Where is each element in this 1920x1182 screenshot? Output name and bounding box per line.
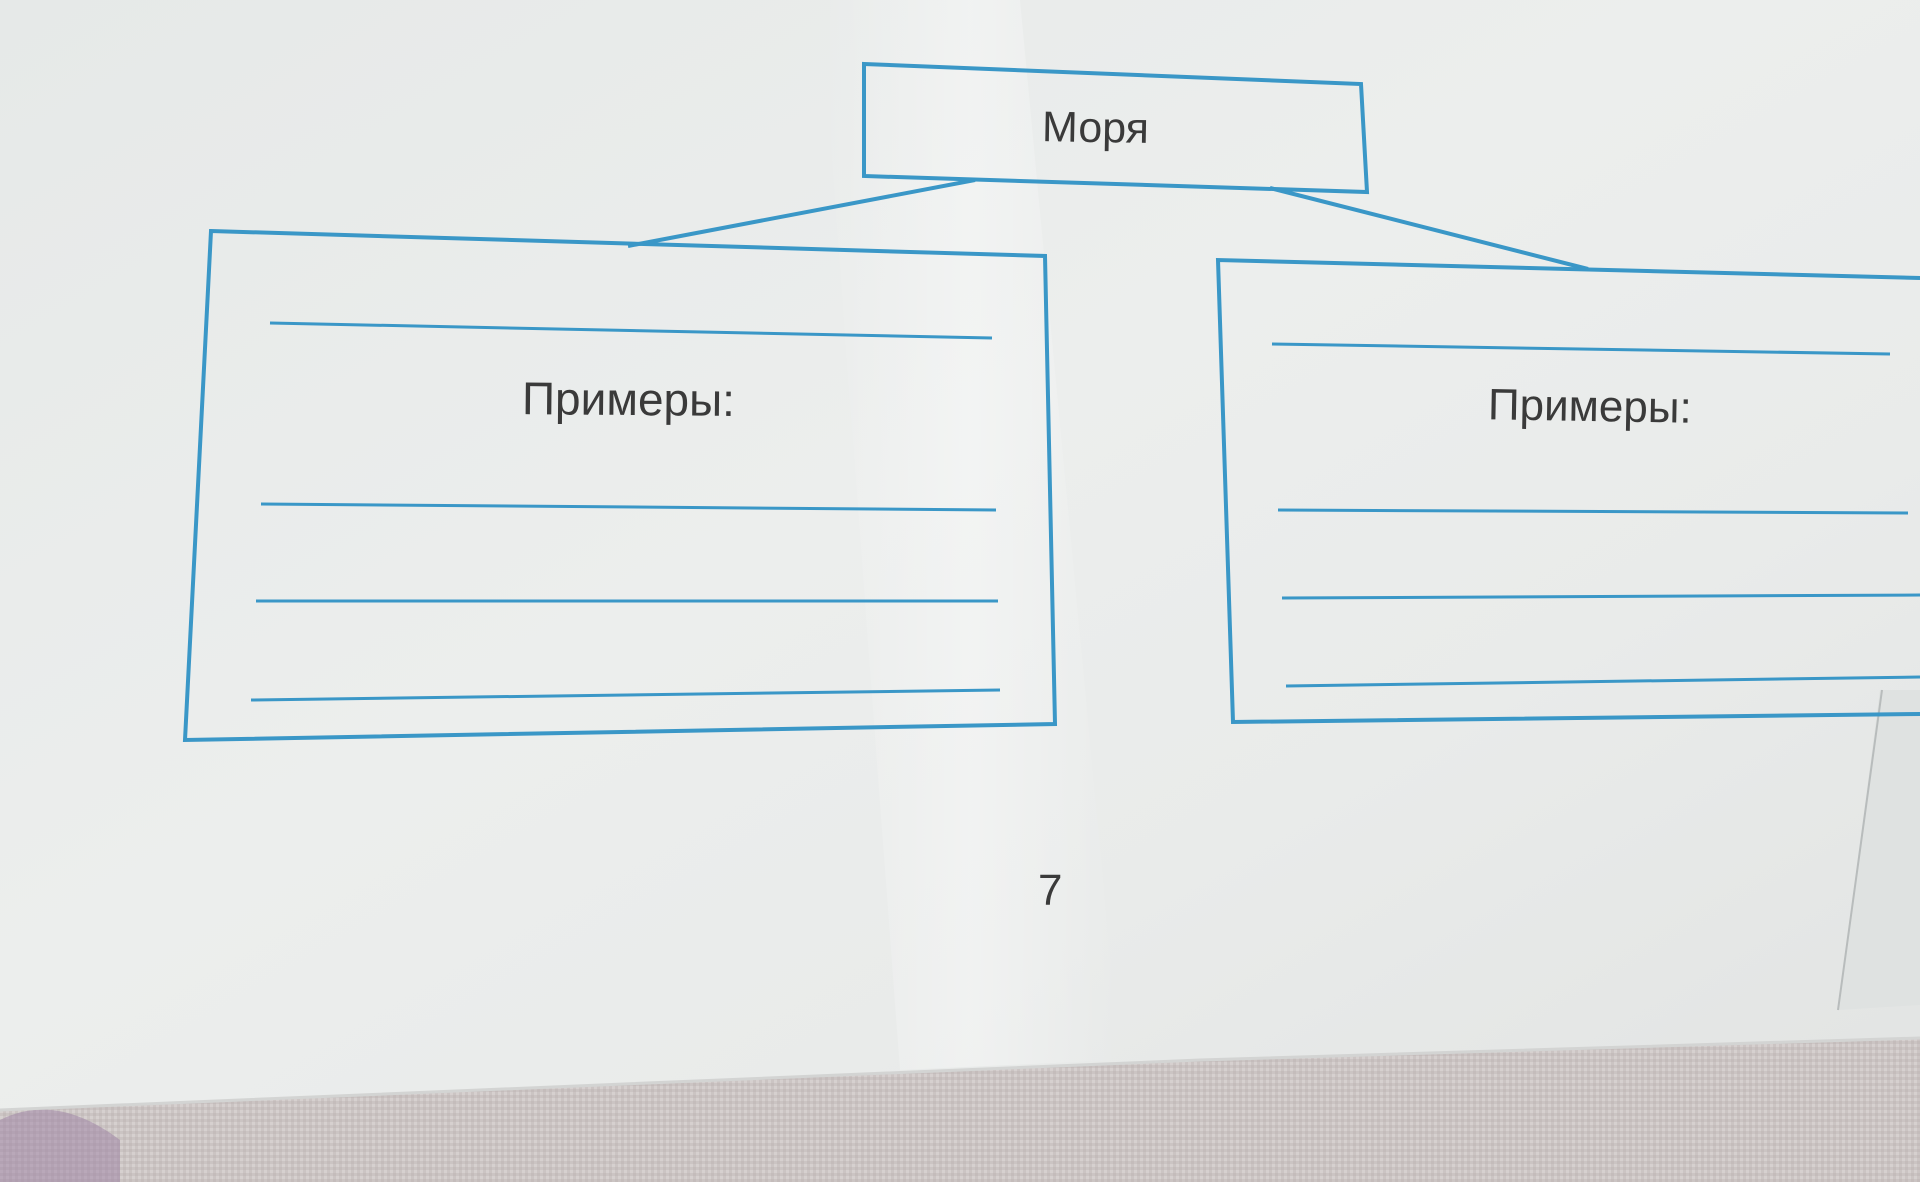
left-examples-label: Примеры: (521, 372, 736, 426)
left-branch-box (182, 228, 1058, 743)
right-answer-line-1 (1271, 342, 1891, 356)
root-label: Моря (1041, 103, 1150, 153)
left-example-line-1 (260, 502, 997, 512)
paper-edge (1838, 690, 1920, 1010)
connector-right (1269, 186, 1589, 271)
left-example-line-3 (250, 688, 1001, 702)
right-example-line-2 (1281, 593, 1920, 600)
page-number: 7 (1038, 866, 1063, 915)
right-example-line-3 (1285, 675, 1920, 688)
right-example-line-1 (1277, 508, 1909, 515)
root-box (862, 61, 1370, 195)
connector-left (627, 178, 976, 248)
right-examples-label: Примеры: (1487, 380, 1693, 433)
left-answer-line-1 (269, 321, 993, 340)
right-branch-box (1215, 257, 1920, 725)
